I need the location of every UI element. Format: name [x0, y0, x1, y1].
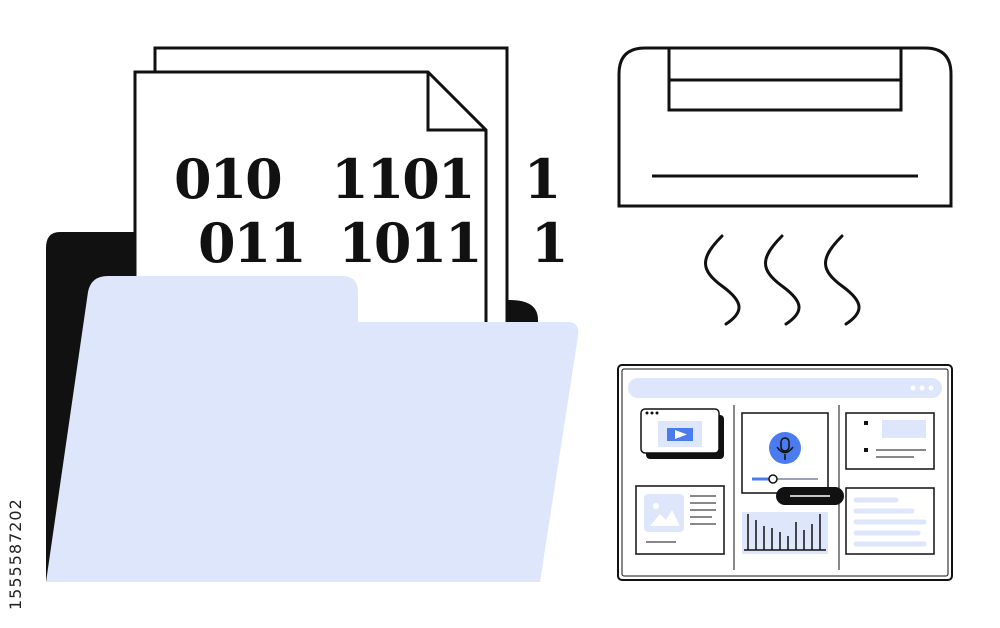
binary-line-2: 011 1011 1: [198, 211, 567, 275]
air-conditioner-icon: [617, 46, 953, 208]
image-placeholder-icon: [635, 485, 725, 555]
folder-front: [46, 276, 579, 582]
bar-chart-icon: [742, 512, 828, 554]
binary-document-icon: 010 1101 1 011 1011 1: [133, 70, 569, 342]
microphone-icon: [741, 412, 829, 494]
window-dot: [910, 385, 916, 391]
dashboard-topbar: [628, 378, 942, 398]
binary-line-1: 010 1101 1: [174, 147, 559, 211]
airflow-waves-icon: [704, 234, 861, 326]
stock-id-label: 1555587202: [6, 498, 25, 610]
dashboard-window-icon: [617, 364, 953, 581]
folder-icon: 010 1101 1 011 1011 1: [46, 46, 579, 582]
text-lines-tile: [845, 487, 935, 555]
window-dot: [919, 385, 925, 391]
list-tile: [845, 412, 935, 470]
video-play-icon: [640, 408, 724, 459]
window-dot: [928, 385, 934, 391]
